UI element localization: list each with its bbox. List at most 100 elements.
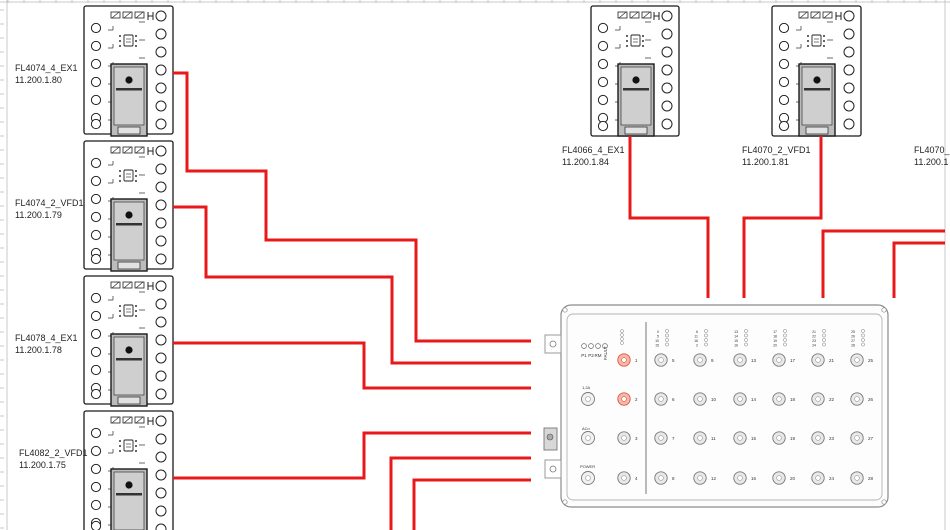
- port-led-label: 5: [657, 335, 659, 339]
- port-circle: [90, 193, 102, 205]
- network-cable: [389, 456, 531, 530]
- port-circle: [155, 316, 167, 328]
- status-led-mark: [630, 11, 639, 19]
- port-led-label: 14: [734, 335, 738, 339]
- plug-window: [113, 201, 145, 261]
- port-led: [861, 338, 865, 342]
- port-circle: [90, 481, 102, 493]
- port-circle: [778, 120, 790, 132]
- port-circle: [90, 292, 102, 304]
- plug-logo-badge: [125, 211, 133, 219]
- ethernet-port-pin: [737, 396, 743, 402]
- power-connector-pin: [585, 475, 591, 481]
- indicator-dot: [642, 45, 644, 47]
- port-led-label: 18: [773, 335, 777, 339]
- status-led-label: FAULT: [603, 346, 608, 360]
- port-circle: [155, 181, 167, 193]
- port-circle: [661, 10, 673, 22]
- port-number-label: 11: [711, 436, 716, 441]
- indicator-dot: [823, 45, 825, 47]
- network-cable: [173, 341, 531, 390]
- port-circle: [597, 76, 609, 88]
- module-ip-label: 11.200.1: [914, 157, 949, 167]
- port-led-label: 22: [812, 335, 816, 339]
- indicator-dot: [642, 35, 644, 37]
- ethernet-port-pin: [776, 475, 782, 481]
- id-chip: [123, 304, 134, 317]
- ethernet-port-pin: [854, 396, 860, 402]
- port-number-label: 26: [868, 397, 874, 402]
- port-circle: [155, 217, 167, 229]
- port-led: [822, 333, 826, 338]
- status-led-mark: [642, 11, 651, 19]
- port-led: [861, 329, 865, 333]
- port-circle: [778, 76, 790, 88]
- plug-brand-strip: [116, 88, 142, 91]
- ethernet-port-pin: [737, 475, 743, 481]
- status-led-mark: [111, 416, 120, 424]
- port-led-label: 13: [734, 330, 738, 334]
- port-circle: [155, 451, 167, 463]
- port-led: [783, 333, 787, 338]
- bracket-glyph: [653, 12, 660, 20]
- plug-window: [113, 66, 145, 126]
- port-circle: [90, 463, 102, 475]
- indicator-dot: [642, 40, 644, 42]
- status-led-mark: [135, 146, 144, 154]
- port-number-label: 16: [751, 476, 757, 481]
- port-circle: [155, 10, 167, 22]
- ethernet-port-pin: [658, 475, 664, 481]
- port-circle: [90, 253, 102, 265]
- mounting-hole: [549, 465, 557, 473]
- port-circle: [778, 94, 790, 106]
- status-led-mark: [111, 11, 120, 19]
- port-circle: [155, 46, 167, 58]
- port-circle: [90, 364, 102, 376]
- port-led: [861, 333, 865, 338]
- indicator-dot: [823, 35, 825, 37]
- port-circle: [661, 46, 673, 58]
- plug-latch: [117, 261, 141, 270]
- port-circle: [155, 487, 167, 499]
- status-led-mark: [823, 11, 832, 19]
- plug-latch: [805, 126, 829, 135]
- plug-brand-strip: [116, 358, 142, 361]
- port-led: [744, 329, 748, 333]
- ethernet-port-pin: [621, 435, 627, 441]
- port-number-label: 27: [868, 436, 874, 441]
- port-led: [704, 333, 708, 338]
- status-led-mark: [111, 146, 120, 154]
- port-led-label: 24: [812, 344, 816, 348]
- port-number-label: 14: [751, 397, 757, 402]
- port-circle: [661, 82, 673, 94]
- corner-screw: [881, 499, 887, 505]
- plug-window: [801, 66, 833, 126]
- port-led-label: 15: [655, 344, 659, 348]
- port-number-label: 12: [711, 476, 717, 481]
- ethernet-port-pin: [776, 435, 782, 441]
- port-circle: [90, 211, 102, 223]
- port-led: [620, 333, 624, 337]
- port-circle: [661, 118, 673, 130]
- port-circle: [843, 100, 855, 112]
- ethernet-port-pin: [697, 435, 703, 441]
- ethernet-port-pin: [815, 475, 821, 481]
- port-circle: [843, 28, 855, 40]
- port-number-label: 10: [711, 397, 717, 402]
- port-circle: [90, 328, 102, 340]
- indicator-dot: [135, 440, 137, 442]
- port-number-label: 23: [829, 436, 835, 441]
- port-circle: [778, 22, 790, 34]
- port-circle: [155, 523, 167, 530]
- port-circle: [90, 499, 102, 511]
- ground-screw: [546, 433, 554, 441]
- status-led-mark: [135, 416, 144, 424]
- port-number-label: 9: [711, 358, 714, 363]
- port-circle: [90, 58, 102, 70]
- port-circle: [155, 82, 167, 94]
- module-ip-label: 11.200.1.78: [15, 345, 62, 355]
- ethernet-port-pin: [854, 475, 860, 481]
- port-circle: [155, 370, 167, 382]
- port-number-label: 25: [868, 358, 874, 363]
- plug-logo-badge: [632, 76, 640, 84]
